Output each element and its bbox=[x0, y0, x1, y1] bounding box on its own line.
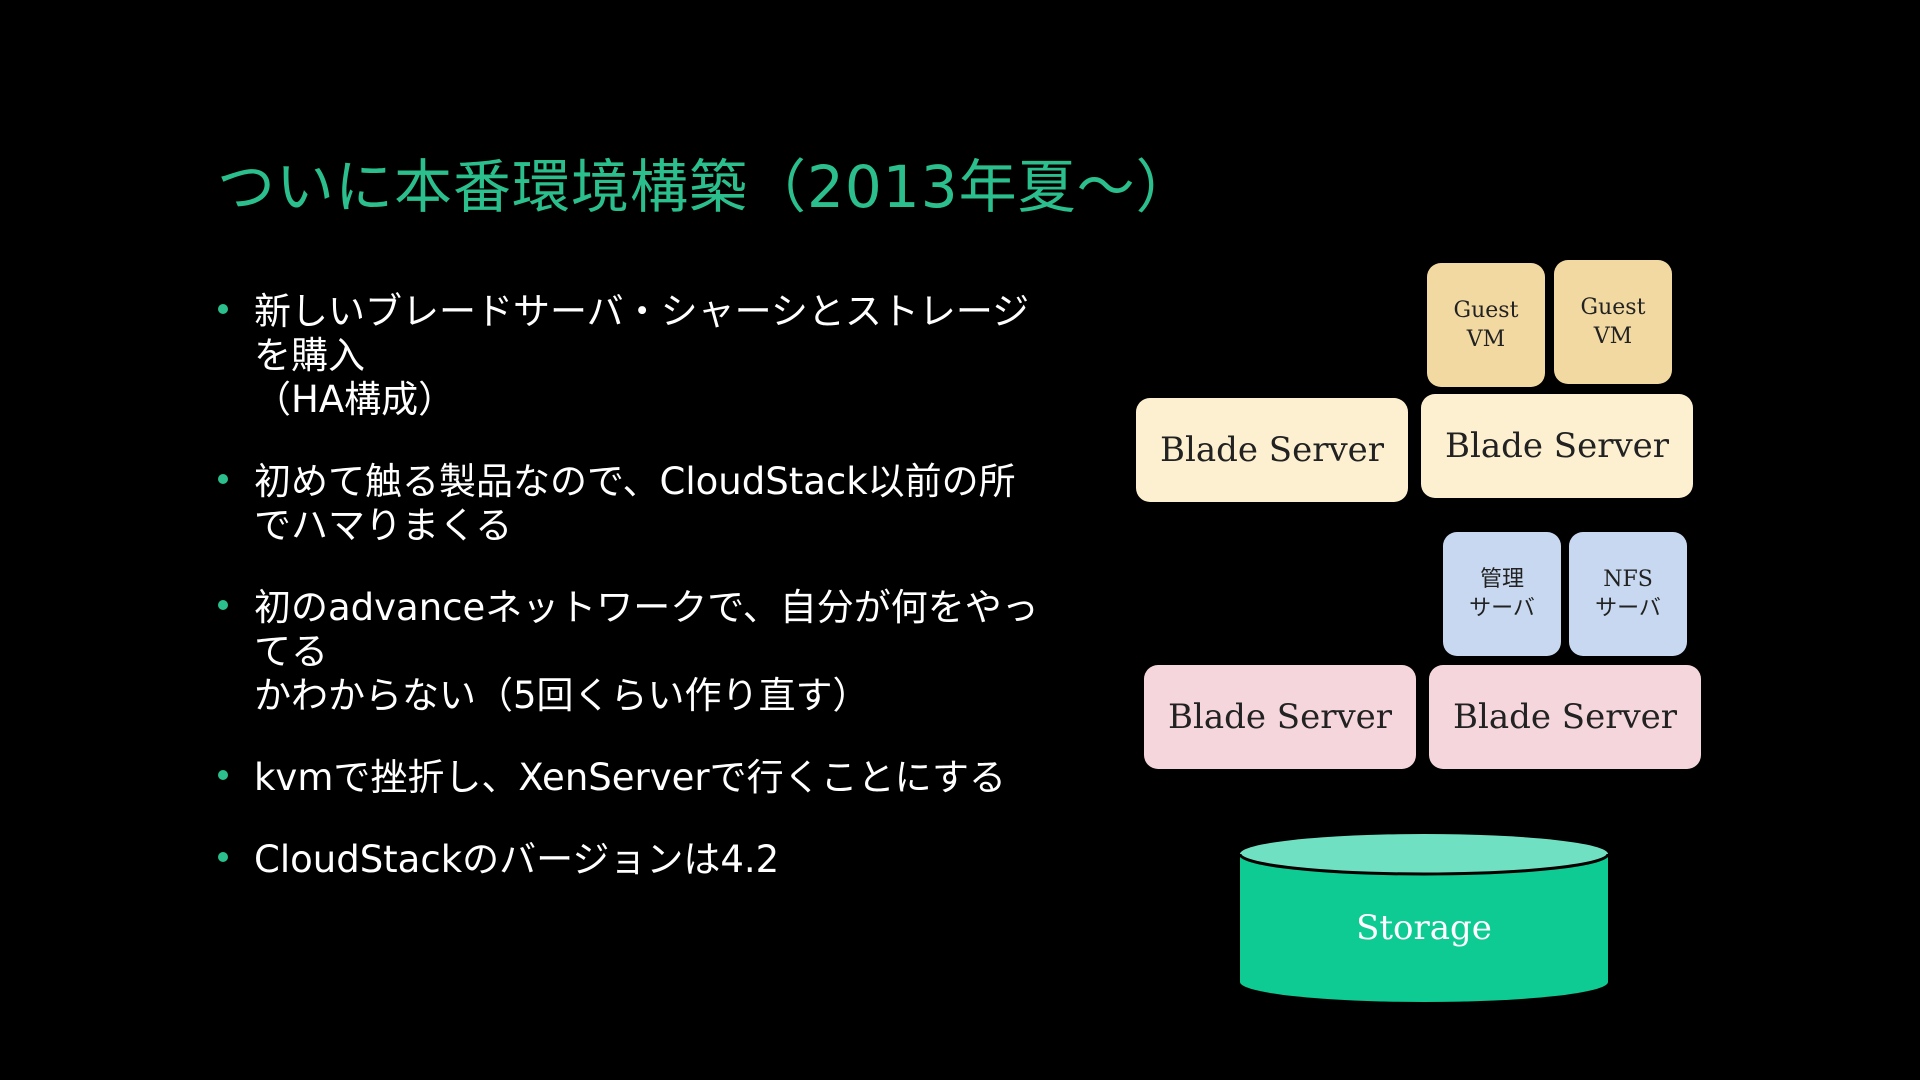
management-server-box: 管理 サーバ bbox=[1443, 532, 1561, 656]
bullet-dot-icon bbox=[218, 770, 228, 780]
bullet-text: かわからない（5回くらい作り直す） bbox=[254, 674, 870, 717]
bullet-dot-icon bbox=[218, 474, 228, 484]
storage-cylinder-icon bbox=[1238, 834, 1610, 1002]
guest-vm-label: Guest bbox=[1453, 298, 1519, 323]
bullet-item: 初めて触る製品なので、CloudStack以前の所 でハマりまくる bbox=[216, 460, 1056, 548]
bullet-text: kvmで挫折し、XenServerで行くことにする bbox=[254, 756, 1006, 799]
blade-server-label: Blade Server bbox=[1159, 430, 1385, 470]
bullet-dot-icon bbox=[218, 600, 228, 610]
blade-server-label: Blade Server bbox=[1452, 697, 1678, 737]
bullet-text: CloudStackのバージョンは4.2 bbox=[254, 838, 780, 881]
blade-server-box: Blade Server bbox=[1429, 665, 1701, 769]
nfs-server-box: NFS サーバ bbox=[1569, 532, 1687, 656]
guest-vm-box: Guest VM bbox=[1427, 263, 1545, 387]
blade-server-label: Blade Server bbox=[1444, 426, 1670, 466]
blade-server-label: Blade Server bbox=[1167, 697, 1393, 737]
guest-vm-label: VM bbox=[1593, 324, 1633, 349]
bullet-text: でハマりまくる bbox=[254, 504, 513, 547]
slide-title: ついに本番環境構築（2013年夏～） bbox=[217, 153, 1195, 221]
bullet-text: 初めて触る製品なので、CloudStack以前の所 bbox=[254, 460, 1016, 503]
nfs-server-label: サーバ bbox=[1595, 596, 1661, 621]
bullet-text: （HA構成） bbox=[254, 378, 456, 421]
guest-vm-box: Guest VM bbox=[1554, 260, 1672, 384]
bullet-item: CloudStackのバージョンは4.2 bbox=[216, 838, 1056, 882]
bullet-dot-icon bbox=[218, 852, 228, 862]
guest-vm-label: VM bbox=[1466, 327, 1506, 352]
blade-server-box: Blade Server bbox=[1144, 665, 1416, 769]
bullet-item: kvmで挫折し、XenServerで行くことにする bbox=[216, 756, 1056, 800]
management-server-label: 管理 bbox=[1479, 567, 1524, 592]
bullet-text: 新しいブレードサーバ・シャーシとストレージを購入 bbox=[254, 290, 1030, 377]
storage-cylinder: Storage bbox=[1238, 830, 1610, 1006]
management-server-label: サーバ bbox=[1469, 596, 1535, 621]
bullet-list: 新しいブレードサーバ・シャーシとストレージを購入 （HA構成） 初めて触る製品な… bbox=[216, 290, 1056, 920]
bullet-item: 初のadvanceネットワークで、自分が何をやってる かわからない（5回くらい作… bbox=[216, 586, 1056, 718]
guest-vm-label: Guest bbox=[1580, 295, 1646, 320]
storage-label: Storage bbox=[1356, 908, 1492, 948]
blade-server-box: Blade Server bbox=[1421, 394, 1693, 498]
bullet-item: 新しいブレードサーバ・シャーシとストレージを購入 （HA構成） bbox=[216, 290, 1056, 422]
bullet-text: 初のadvanceネットワークで、自分が何をやってる bbox=[254, 586, 1039, 673]
bullet-dot-icon bbox=[218, 304, 228, 314]
blade-server-box: Blade Server bbox=[1136, 398, 1408, 502]
nfs-server-label: NFS bbox=[1603, 567, 1653, 592]
